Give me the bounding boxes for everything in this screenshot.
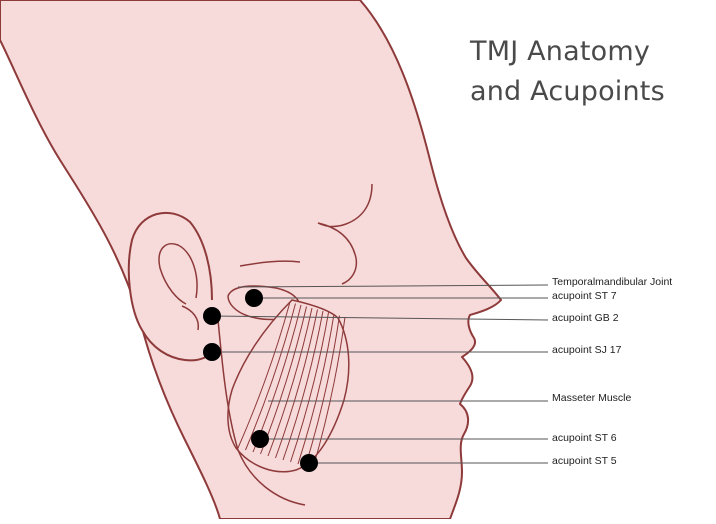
- muscle-fiber: [282, 310, 324, 461]
- jaw-contour: [217, 319, 306, 506]
- acupoint-markers: [203, 289, 318, 472]
- acupoint-gb2-marker: [203, 307, 221, 325]
- diagram-title: TMJ Anatomy and Acupoints: [470, 32, 665, 112]
- title-line-2: and Acupoints: [470, 76, 665, 107]
- acupoint-sj17-marker: [203, 343, 221, 361]
- leader-lines: [211, 284, 549, 464]
- ear-tragus: [181, 305, 200, 331]
- label-gb2: acupoint GB 2: [552, 312, 619, 324]
- ear-inner: [158, 243, 198, 305]
- label-st7: acupoint ST 7: [552, 290, 617, 302]
- acupoint-st7-marker: [245, 289, 263, 307]
- label-sj17: acupoint SJ 17: [552, 344, 622, 356]
- muscle-fiber: [245, 303, 296, 451]
- label-st5: acupoint ST 5: [552, 455, 617, 467]
- leader-temporomandibular-joint: [237, 284, 549, 288]
- acupoint-st5-marker: [300, 454, 318, 472]
- muscle-fiber: [290, 312, 329, 463]
- ear: [127, 211, 215, 362]
- muscle-fiber: [305, 315, 340, 467]
- muscle-fiber: [297, 313, 335, 465]
- muscle-fiber: [312, 316, 346, 469]
- acupoint-st6-marker: [251, 430, 269, 448]
- cheek-contour: [239, 260, 301, 267]
- title-line-1: TMJ Anatomy: [470, 36, 651, 67]
- label-st6: acupoint ST 6: [552, 432, 617, 444]
- muscle-fiber: [237, 301, 291, 449]
- muscle-fiber: [275, 309, 318, 459]
- eye-brow-contour: [317, 183, 373, 285]
- label-masseter-muscle: Masseter Muscle: [552, 392, 632, 404]
- label-temporomandibular-joint: Temporalmandibular Joint: [552, 276, 673, 288]
- leader-gb2: [211, 315, 549, 321]
